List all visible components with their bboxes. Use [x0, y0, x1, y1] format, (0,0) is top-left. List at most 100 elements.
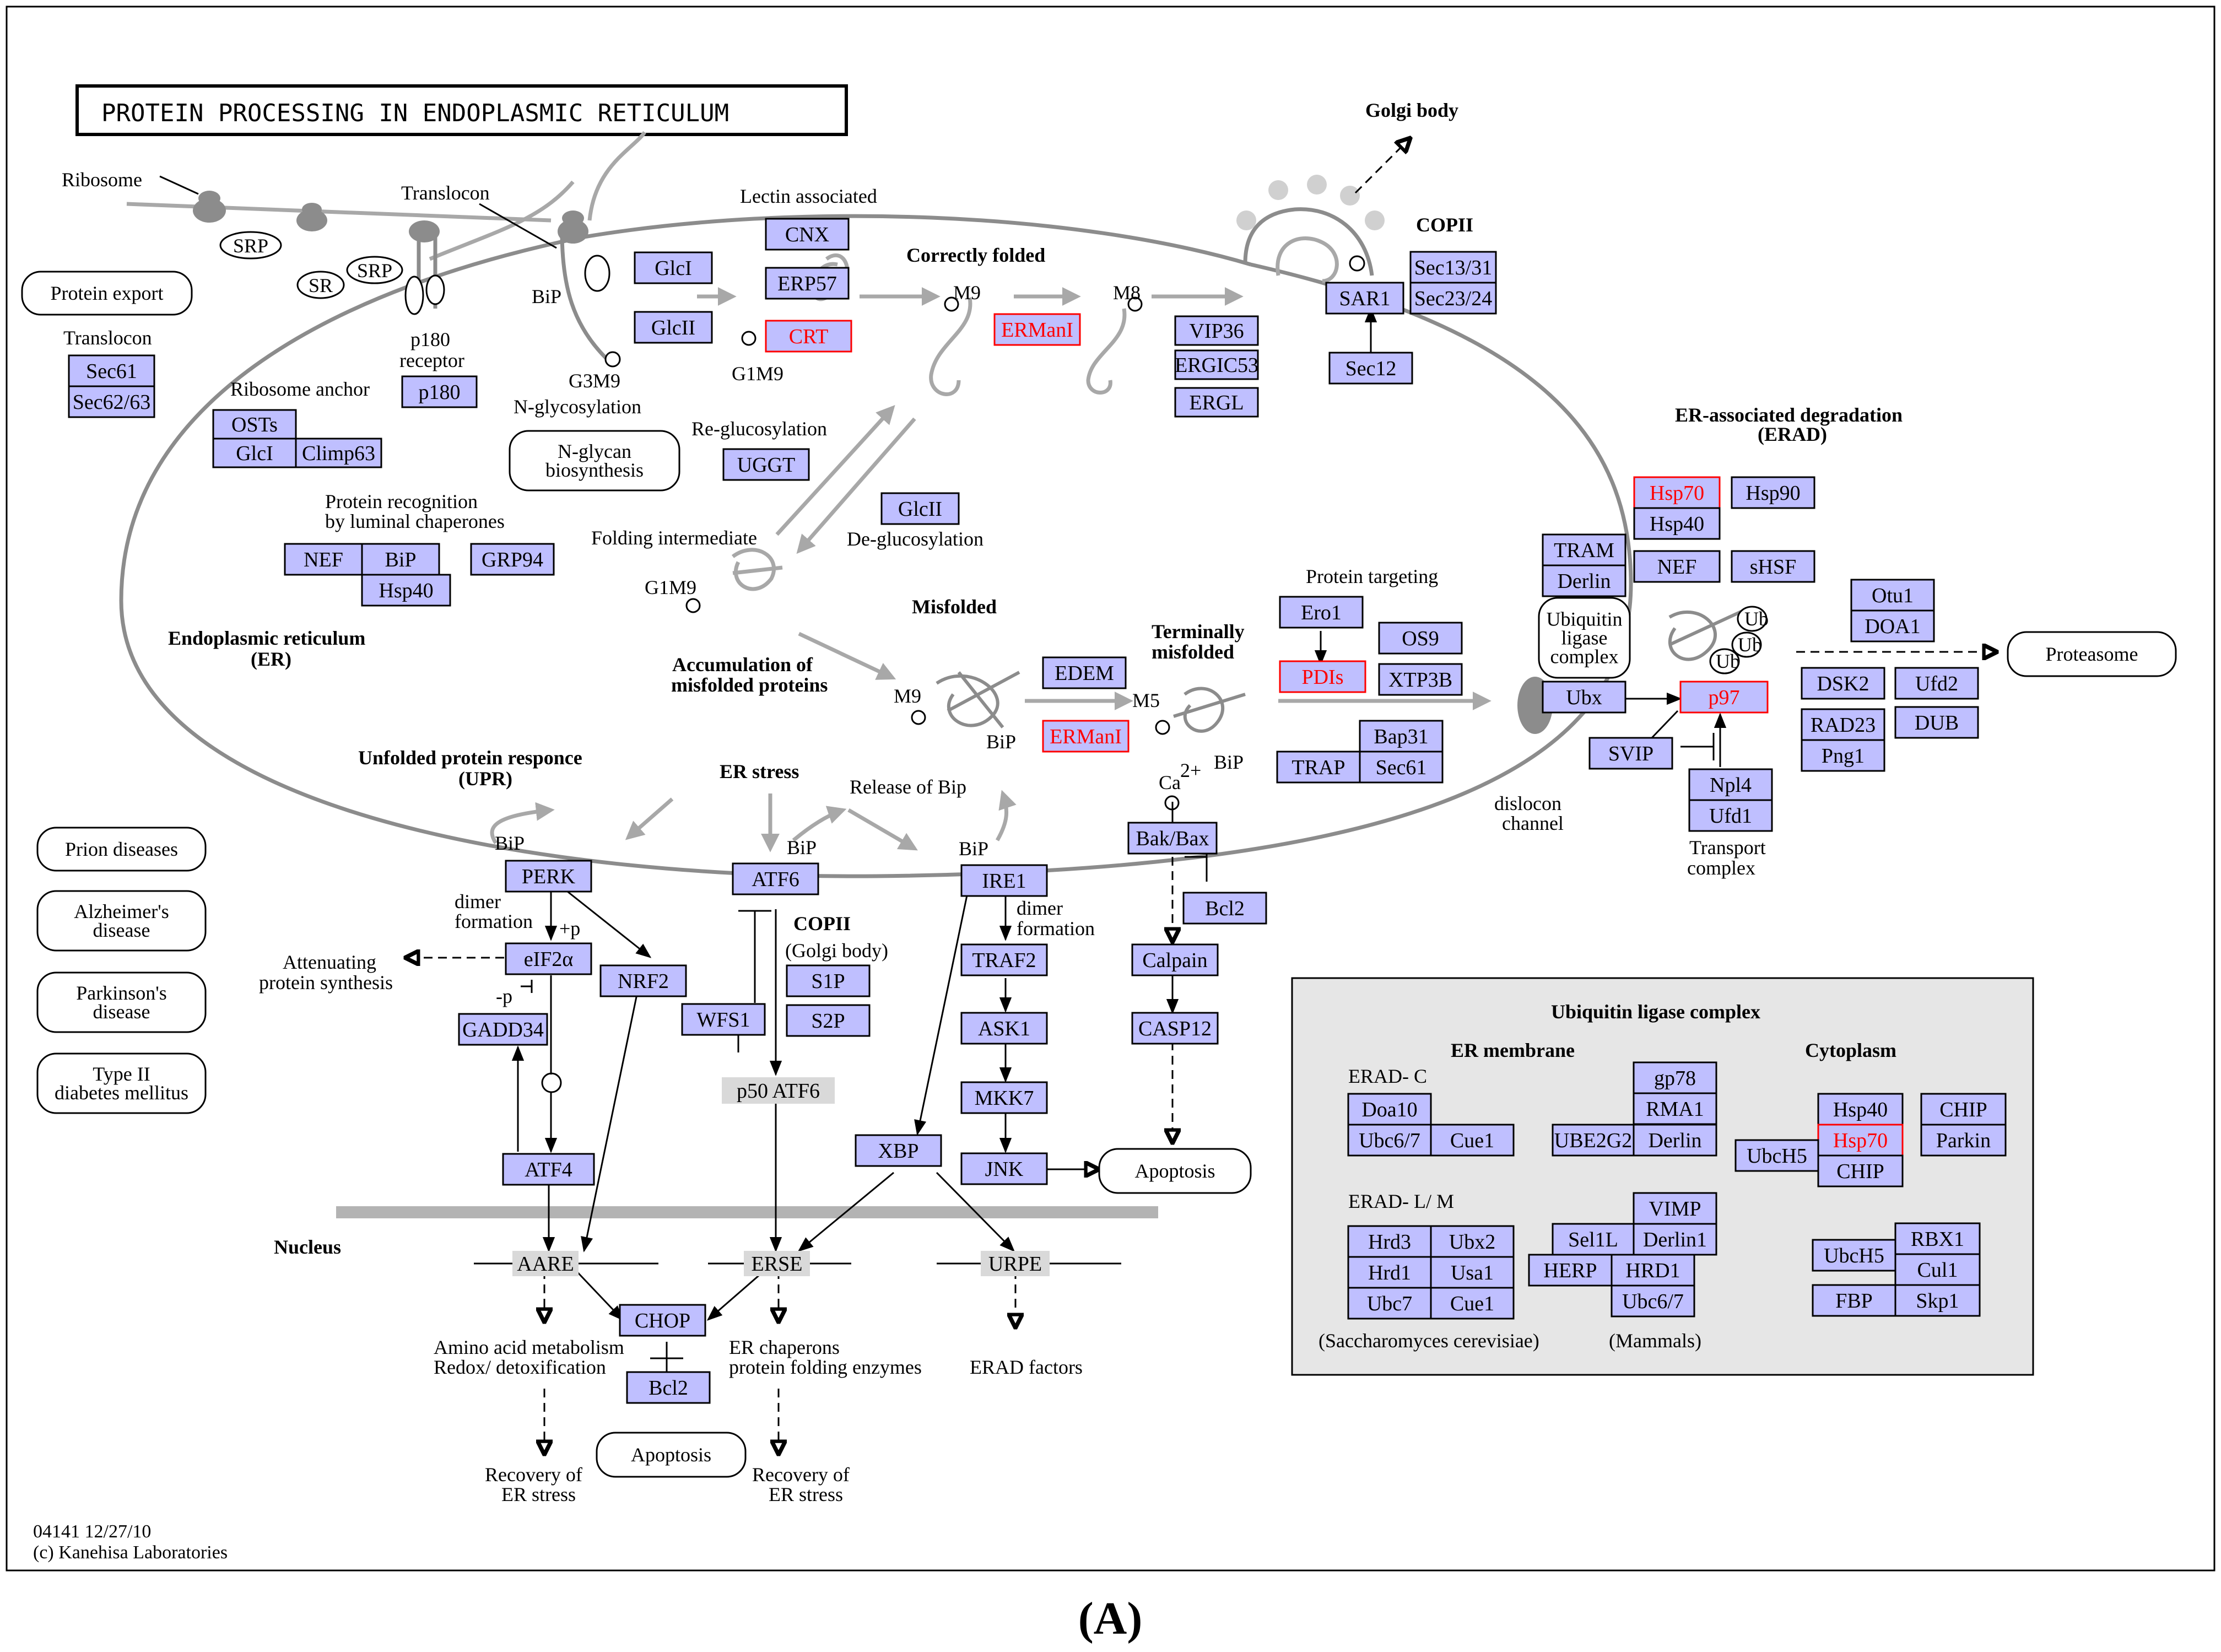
gene-bak-bax[interactable]: Bak/Bax	[1127, 822, 1218, 855]
legend-gene-usa1[interactable]: Usa1	[1430, 1256, 1515, 1289]
gene-sec61[interactable]: Sec61	[68, 354, 155, 387]
gene-nef-a[interactable]: NEF	[284, 543, 363, 576]
gene-svip[interactable]: SVIP	[1588, 737, 1673, 770]
gene-ergl[interactable]: ERGL	[1174, 387, 1259, 418]
proteasome-link[interactable]: Proteasome	[2007, 631, 2177, 677]
legend-gene-hrd1-b[interactable]: HRD1	[1611, 1254, 1695, 1287]
gene-gadd34[interactable]: GADD34	[458, 1013, 548, 1046]
gene-ergic53[interactable]: ERGIC53	[1174, 349, 1259, 380]
legend-gene-sel1l[interactable]: Sel1L	[1552, 1223, 1635, 1256]
gene-hsp40-a[interactable]: Hsp40	[361, 574, 451, 607]
gene-npl4[interactable]: Npl4	[1688, 768, 1773, 801]
legend-gene-hrd3[interactable]: Hrd3	[1347, 1225, 1432, 1258]
gene-ufd1[interactable]: Ufd1	[1688, 799, 1773, 832]
gene-sec61-b[interactable]: Sec61	[1359, 751, 1444, 784]
gene-ermanI-a[interactable]: ERManI	[993, 313, 1081, 346]
legend-gene-skp1[interactable]: Skp1	[1894, 1284, 1981, 1317]
gene-jnk[interactable]: JNK	[960, 1152, 1048, 1185]
gene-ask1[interactable]: ASK1	[960, 1012, 1048, 1045]
legend-gene-parkin[interactable]: Parkin	[1920, 1124, 2007, 1157]
gene-sec12[interactable]: Sec12	[1328, 352, 1413, 385]
legend-gene-ubc67-b[interactable]: Ubc6/7	[1611, 1284, 1695, 1318]
gene-rad23[interactable]: RAD23	[1801, 708, 1885, 741]
gene-otu1[interactable]: Otu1	[1850, 579, 1935, 612]
gene-wfs1[interactable]: WFS1	[681, 1003, 766, 1036]
gene-casp12[interactable]: CASP12	[1131, 1012, 1219, 1045]
legend-gene-derlin-c[interactable]: Derlin	[1633, 1124, 1717, 1157]
gene-p97[interactable]: p97	[1679, 681, 1769, 714]
legend-gene-doa10[interactable]: Doa10	[1347, 1093, 1432, 1126]
legend-gene-rbx1[interactable]: RBX1	[1894, 1222, 1981, 1255]
legend-gene-ubch5-b[interactable]: UbcH5	[1812, 1239, 1896, 1272]
gene-glcI-b[interactable]: GlcI	[634, 251, 713, 284]
legend-gene-hsp70-c[interactable]: Hsp70	[1817, 1124, 1904, 1157]
gene-shsf[interactable]: sHSF	[1731, 550, 1815, 583]
gene-vip36[interactable]: VIP36	[1174, 315, 1259, 346]
gene-xtp3b[interactable]: XTP3B	[1378, 663, 1463, 696]
legend-gene-cul1[interactable]: Cul1	[1894, 1253, 1981, 1286]
gene-nrf2[interactable]: NRF2	[599, 964, 687, 997]
gene-glcII-a[interactable]: GlcII	[634, 311, 713, 344]
gene-tram[interactable]: TRAM	[1542, 533, 1626, 566]
gene-s2p[interactable]: S2P	[786, 1004, 871, 1037]
gene-sec62-63[interactable]: Sec62/63	[68, 385, 155, 418]
gene-bcl2-b[interactable]: Bcl2	[626, 1371, 711, 1404]
gene-atf4[interactable]: ATF4	[502, 1153, 595, 1186]
legend-gene-ubch5-a[interactable]: UbcH5	[1734, 1139, 1819, 1172]
gene-ermanI-b[interactable]: ERManI	[1042, 720, 1130, 753]
legend-gene-gp78[interactable]: gp78	[1633, 1061, 1717, 1094]
gene-doa1[interactable]: DOA1	[1850, 609, 1935, 643]
gene-bcl2-a[interactable]: Bcl2	[1182, 892, 1267, 925]
gene-ufd2[interactable]: Ufd2	[1894, 667, 1979, 700]
legend-gene-herp[interactable]: HERP	[1528, 1254, 1613, 1287]
gene-bip[interactable]: BiP	[361, 543, 440, 576]
legend-gene-cue1-a[interactable]: Cue1	[1430, 1124, 1515, 1157]
gene-mkk7[interactable]: MKK7	[960, 1081, 1048, 1114]
apoptosis-link-b[interactable]: Apoptosis	[596, 1432, 747, 1478]
gene-osts[interactable]: OSTs	[212, 409, 297, 440]
gene-glcI-a[interactable]: GlcI	[212, 438, 297, 468]
gene-hsp90[interactable]: Hsp90	[1731, 476, 1815, 509]
gene-chop[interactable]: CHOP	[619, 1304, 706, 1337]
gene-p180[interactable]: p180	[401, 375, 478, 408]
gene-trap[interactable]: TRAP	[1276, 751, 1361, 784]
gene-sar1[interactable]: SAR1	[1325, 282, 1404, 315]
legend-gene-chip-b[interactable]: CHIP	[1920, 1093, 2007, 1126]
gene-derlin[interactable]: Derlin	[1542, 564, 1626, 597]
gene-cnx[interactable]: CNX	[765, 218, 850, 251]
gene-pdis[interactable]: PDIs	[1279, 660, 1366, 693]
legend-gene-rma1[interactable]: RMA1	[1633, 1092, 1717, 1125]
gene-dub[interactable]: DUB	[1894, 706, 1979, 739]
gene-erp57[interactable]: ERP57	[765, 267, 850, 300]
protein-export-link[interactable]: Protein export	[21, 271, 193, 316]
gene-climp63[interactable]: Climp63	[295, 438, 382, 468]
gene-edem[interactable]: EDEM	[1042, 656, 1127, 689]
gene-s1p[interactable]: S1P	[786, 964, 871, 997]
legend-gene-cue1-b[interactable]: Cue1	[1430, 1287, 1515, 1320]
gene-perk[interactable]: PERK	[505, 860, 592, 893]
gene-sec13-31[interactable]: Sec13/31	[1409, 251, 1497, 284]
apoptosis-link-a[interactable]: Apoptosis	[1098, 1148, 1252, 1194]
gene-atf6[interactable]: ATF6	[732, 862, 819, 895]
legend-gene-ubc7[interactable]: Ubc7	[1347, 1287, 1432, 1320]
legend-gene-fbp[interactable]: FBP	[1812, 1284, 1896, 1317]
legend-gene-hsp40-c[interactable]: Hsp40	[1817, 1093, 1904, 1126]
gene-uggt[interactable]: UGGT	[722, 448, 810, 481]
gene-png1[interactable]: Png1	[1801, 739, 1885, 772]
gene-grp94[interactable]: GRP94	[470, 543, 555, 576]
gene-ire1[interactable]: IRE1	[960, 864, 1048, 897]
legend-gene-derlin1[interactable]: Derlin1	[1633, 1223, 1717, 1256]
legend-gene-ube2g2[interactable]: UBE2G2	[1552, 1124, 1635, 1157]
legend-gene-hrd1-a[interactable]: Hrd1	[1347, 1256, 1432, 1289]
legend-gene-ubx2[interactable]: Ubx2	[1430, 1225, 1515, 1258]
legend-gene-ubc67-a[interactable]: Ubc6/7	[1347, 1124, 1432, 1157]
gene-hsp40-b[interactable]: Hsp40	[1633, 507, 1721, 540]
gene-crt[interactable]: CRT	[765, 320, 852, 353]
gene-os9[interactable]: OS9	[1378, 622, 1463, 655]
prion-diseases-link[interactable]: Prion diseases	[36, 827, 207, 872]
legend-gene-chip-a[interactable]: CHIP	[1817, 1154, 1904, 1187]
